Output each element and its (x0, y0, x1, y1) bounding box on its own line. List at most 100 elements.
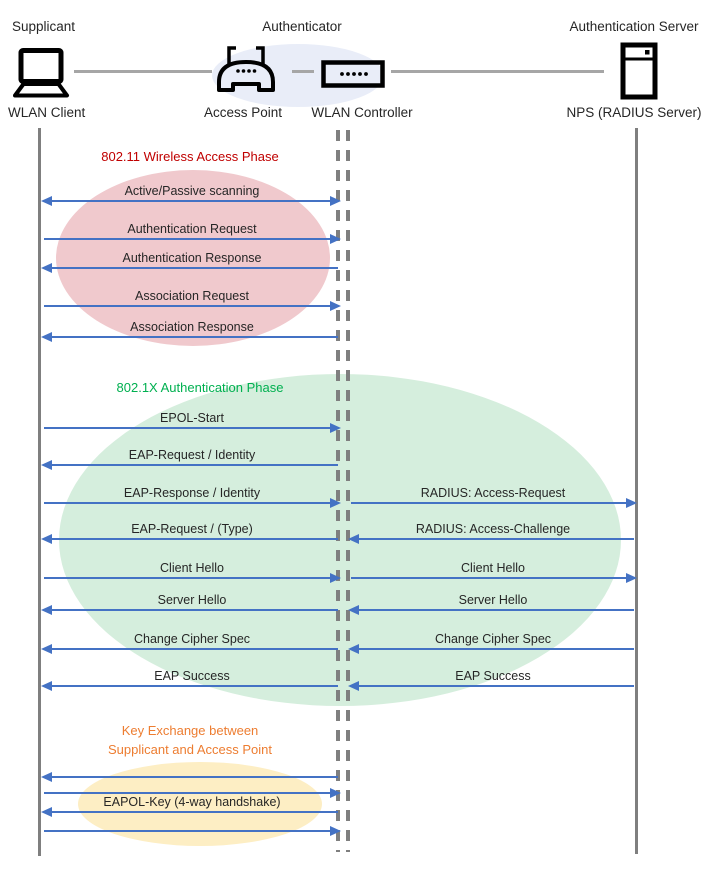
message-line (44, 684, 338, 688)
message-label: EPOL-Start (160, 411, 224, 425)
laptop-icon (12, 47, 70, 99)
connector-ap-to-controller (292, 70, 314, 73)
message-line (351, 537, 634, 541)
role-label-authentication-server: Authentication Server (569, 19, 699, 34)
message-line (44, 810, 338, 814)
phase-title-line: Supplicant and Access Point (107, 742, 273, 757)
arrowhead-left-icon (41, 196, 52, 206)
message-arrow (349, 498, 637, 508)
message-arrow (42, 234, 341, 244)
phase-title-line: 802.1X Authentication Phase (116, 380, 284, 395)
message-label: EAP-Response / Identity (123, 486, 261, 500)
access-point-icon (214, 42, 278, 94)
message-line (44, 426, 338, 430)
message-label: EAP-Request / Identity (128, 448, 256, 462)
arrowhead-right-icon (330, 826, 341, 836)
message-line (44, 304, 338, 308)
message-label: Change Cipher Spec (133, 632, 251, 646)
message-label: Client Hello (160, 561, 224, 575)
message-arrow (41, 681, 340, 691)
arrowhead-left-icon (41, 772, 52, 782)
message-label: Server Hello (458, 593, 528, 607)
message-label: Association Response (130, 320, 254, 334)
message-label: Server Hello (157, 593, 227, 607)
arrowhead-right-icon (626, 573, 637, 583)
connector-controller-to-server (391, 70, 604, 73)
message-label: RADIUS: Access-Request (420, 486, 566, 500)
message-label: EAP Success (154, 669, 230, 683)
wireless-access-phase-ellipse (56, 170, 330, 346)
message-line (44, 647, 338, 651)
message-line (44, 266, 338, 270)
arrowhead-left-icon (348, 605, 359, 615)
arrowhead-left-icon (41, 605, 52, 615)
wireless-access-phase-title: 802.11 Wireless Access Phase (20, 147, 360, 166)
message-label: Authentication Request (127, 222, 257, 236)
message-line (351, 608, 634, 612)
message-line (351, 501, 634, 505)
lifeline-nps-server (635, 128, 638, 854)
message-arrow (42, 423, 341, 433)
arrowhead-left-icon (41, 332, 52, 342)
message-label: Client Hello (461, 561, 525, 575)
lifeline-controller-dashed-right (346, 130, 350, 852)
message-line (44, 537, 338, 541)
arrowhead-right-icon (330, 234, 341, 244)
message-label: Authentication Response (122, 251, 262, 265)
message-label: Change Cipher Spec (434, 632, 552, 646)
message-arrow (41, 263, 340, 273)
arrowhead-left-icon (41, 644, 52, 654)
message-line (44, 335, 338, 339)
message-arrow (42, 826, 341, 836)
arrowhead-right-icon (330, 788, 341, 798)
arrowhead-left-icon (41, 681, 52, 691)
arrowhead-left-icon (41, 263, 52, 273)
message-line (351, 576, 634, 580)
message-line (44, 576, 338, 580)
arrowhead-left-icon (348, 681, 359, 691)
message-label: EAP-Request / (Type) (131, 522, 253, 536)
arrowhead-right-icon (330, 498, 341, 508)
message-line (44, 463, 338, 467)
phase-title-line: Key Exchange between (121, 723, 259, 738)
message-arrow (41, 196, 341, 206)
message-line (351, 647, 634, 651)
arrowhead-right-icon (330, 423, 341, 433)
message-arrow (348, 681, 636, 691)
message-arrow (41, 534, 340, 544)
server-icon (620, 42, 658, 100)
dot1x-authentication-phase-title: 802.1X Authentication Phase (30, 378, 370, 397)
message-line (44, 608, 338, 612)
message-arrow (41, 332, 340, 342)
message-label: EAP Success (455, 669, 531, 683)
connector-client-to-ap (74, 70, 212, 73)
arrowhead-left-icon (41, 534, 52, 544)
arrowhead-left-icon (41, 807, 52, 817)
device-label-access-point: Access Point (203, 105, 283, 120)
message-label: EAPOL-Key (4-way handshake) (103, 795, 281, 809)
device-label-wlan-client: WLAN Client (8, 105, 86, 120)
message-label: Association Request (135, 289, 249, 303)
message-arrow (41, 772, 340, 782)
message-arrow (349, 573, 637, 583)
role-label-authenticator: Authenticator (262, 19, 342, 34)
message-arrow (41, 460, 340, 470)
authenticator-group-ellipse (212, 44, 384, 107)
arrowhead-right-icon (330, 573, 341, 583)
message-label: RADIUS: Access-Challenge (415, 522, 571, 536)
device-label-nps-radius-server: NPS (RADIUS Server) (566, 105, 702, 120)
arrowhead-right-icon (626, 498, 637, 508)
arrowhead-right-icon (330, 196, 341, 206)
message-arrow (41, 807, 340, 817)
message-arrow (42, 301, 341, 311)
lifeline-wlan-client (38, 128, 41, 856)
message-arrow (41, 605, 340, 615)
message-label: Active/Passive scanning (124, 184, 260, 198)
message-line (44, 791, 338, 795)
message-arrow (42, 498, 341, 508)
arrowhead-left-icon (41, 460, 52, 470)
